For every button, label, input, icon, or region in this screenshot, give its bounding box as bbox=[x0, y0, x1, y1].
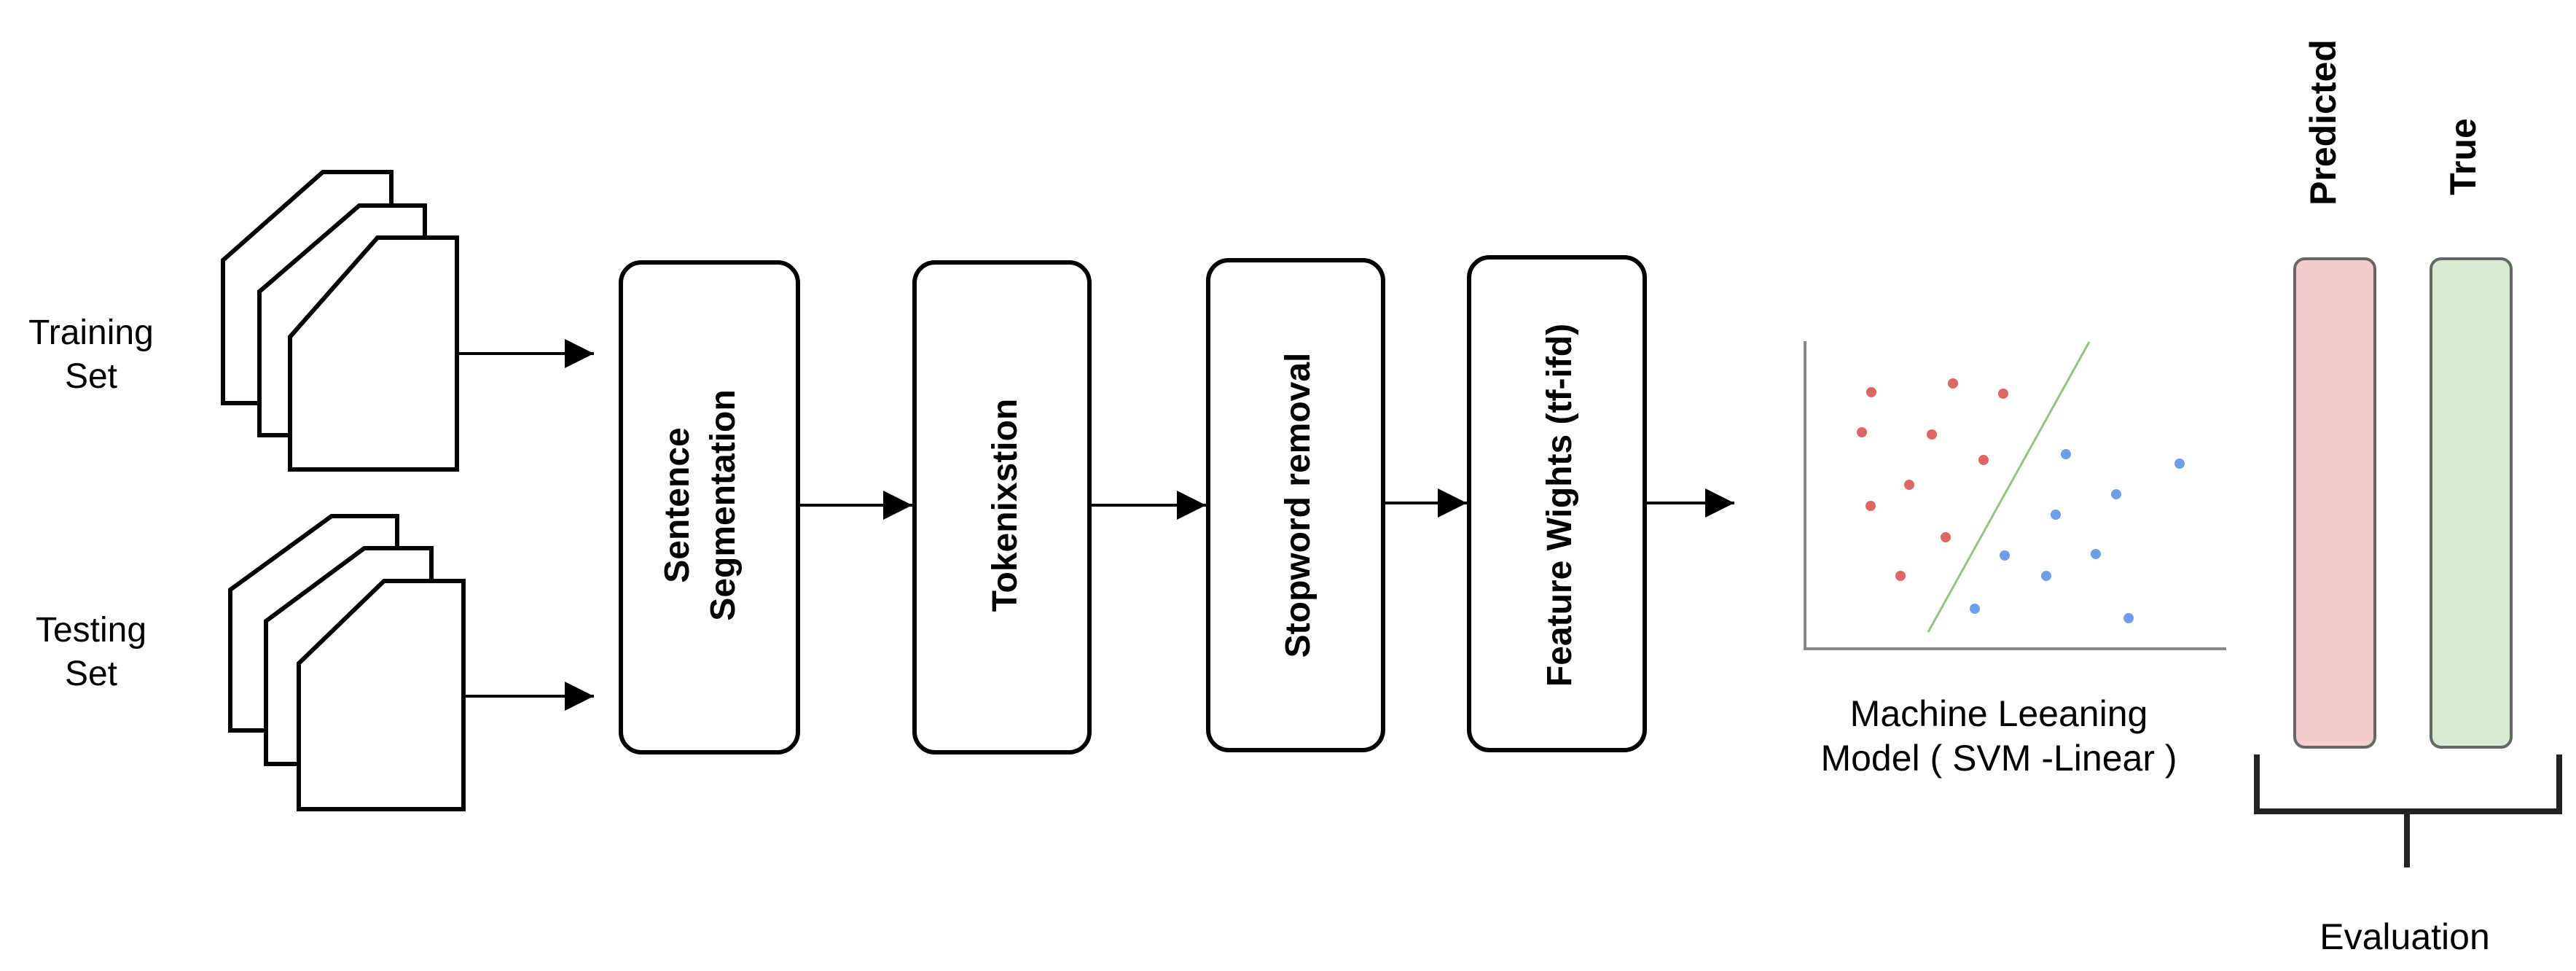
class-a-point bbox=[1904, 480, 1914, 490]
training-set-label: Training bbox=[28, 313, 154, 352]
class-a-point bbox=[1998, 389, 2008, 399]
predicted-bar bbox=[2293, 257, 2376, 749]
svm-scatter-plot bbox=[1804, 341, 2226, 650]
tokenization-label: Tokenixstion bbox=[986, 399, 1025, 612]
evaluation-caption: Evaluation bbox=[2319, 916, 2490, 957]
sentence-segmentation-label-line2: Segmentation bbox=[704, 389, 743, 620]
class-a-point bbox=[1948, 378, 1958, 389]
model-caption: Machine Leeaning bbox=[1850, 693, 2148, 734]
class-b-point bbox=[2061, 449, 2071, 459]
class-b-point bbox=[1970, 604, 1980, 614]
stopword-removal-box bbox=[1206, 258, 1385, 752]
training-set-document-stack-icon bbox=[221, 170, 459, 472]
testing-set-label: Testing bbox=[36, 611, 146, 650]
class-a-point bbox=[1866, 501, 1876, 511]
class-b-point bbox=[2051, 510, 2061, 520]
class-b-point bbox=[2111, 489, 2121, 499]
testing-set-label-line2: Set bbox=[65, 655, 117, 693]
class-a-point bbox=[1927, 429, 1937, 440]
class-a-point bbox=[1941, 532, 1951, 542]
class-b-point bbox=[2174, 459, 2185, 469]
svm-separator-line bbox=[1927, 341, 2091, 633]
class-b-point bbox=[2041, 571, 2051, 581]
stopword-removal-label: Stopword removal bbox=[1279, 353, 1318, 658]
scatter-axes bbox=[1804, 341, 2226, 650]
sentence-segmentation-box bbox=[619, 260, 800, 754]
testing-set-document-stack-icon bbox=[228, 514, 466, 811]
predicted-label: Predicted bbox=[2303, 39, 2344, 206]
class-a-point bbox=[1895, 571, 1906, 581]
class-b-point bbox=[2091, 549, 2101, 559]
class-b-point bbox=[2123, 613, 2134, 623]
true-label: True bbox=[2443, 118, 2483, 195]
class-a-point bbox=[1866, 387, 1876, 397]
class-a-point bbox=[1857, 427, 1867, 437]
class-b-point bbox=[2000, 550, 2010, 561]
training-set-label-line2: Set bbox=[65, 357, 117, 396]
feature-weights-label: Feature Wights (tf-ifd) bbox=[1540, 324, 1579, 687]
true-bar bbox=[2430, 257, 2513, 749]
class-a-point bbox=[1978, 455, 1989, 465]
sentence-segmentation-label: Sentence bbox=[658, 427, 697, 582]
tokenization-box bbox=[912, 260, 1092, 754]
evaluation-bracket bbox=[2254, 754, 2562, 867]
model-caption-line2: Model ( SVM -Linear ) bbox=[1820, 738, 2177, 779]
